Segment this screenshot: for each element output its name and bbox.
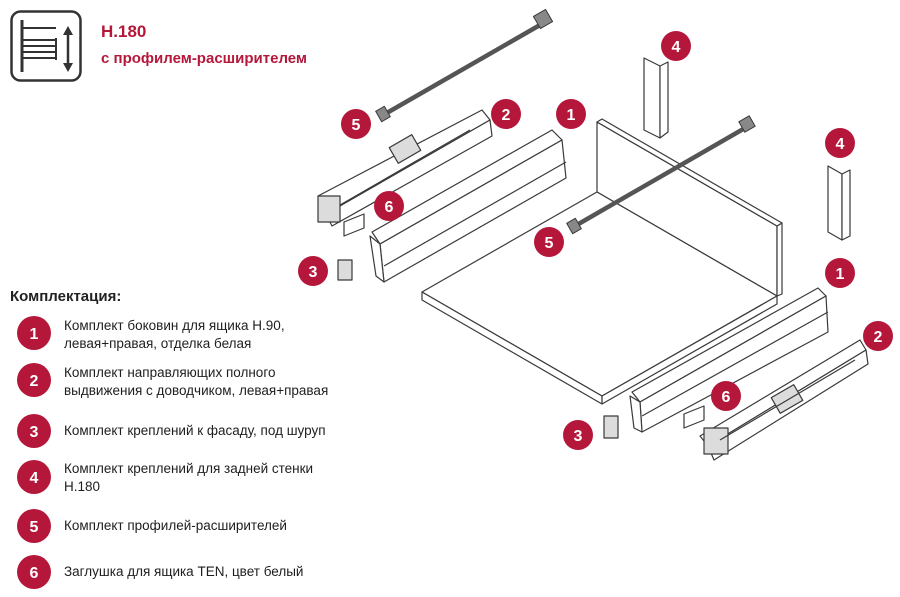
callout-badge: 4 [825, 128, 855, 158]
drawer-side-left [369, 129, 567, 283]
front-fixing-right [603, 415, 619, 439]
runner-left [317, 109, 493, 227]
svg-text:3: 3 [309, 264, 318, 281]
svg-text:5: 5 [545, 235, 554, 252]
callout-badge: 4 [661, 31, 691, 61]
svg-text:5: 5 [30, 519, 39, 536]
callout-badge: 2 [491, 99, 521, 129]
svg-text:6: 6 [30, 565, 39, 582]
svg-text:4: 4 [836, 136, 845, 153]
parts-list-heading: Комплектация: [10, 288, 122, 305]
callout-badge: 3 [563, 420, 593, 450]
diagram-callouts: 5 2 1 4 4 6 5 3 1 2 6 3 [298, 31, 893, 450]
drawer-side-right [629, 287, 829, 433]
drawer-height-icon [10, 10, 82, 82]
end-cap-right [683, 405, 705, 429]
extender-rod-lower [566, 115, 756, 235]
parts-list-item-text: Комплект креплений к фасаду, под шуруп [64, 423, 326, 438]
svg-text:2: 2 [502, 107, 511, 124]
callout-badge: 5 [534, 227, 564, 257]
svg-text:6: 6 [722, 389, 731, 406]
rear-bracket-left [643, 57, 669, 139]
callout-badge: 6 [374, 191, 404, 221]
number-badge-icon: 2 [17, 363, 51, 397]
page-subtitle: с профилем-расширителем [101, 50, 308, 67]
front-fixing-left [337, 259, 353, 281]
end-cap-left [343, 213, 365, 237]
rear-bracket-right [827, 165, 851, 241]
number-badge-icon: 1 [17, 316, 51, 350]
svg-text:3: 3 [574, 428, 583, 445]
svg-text:1: 1 [836, 266, 845, 283]
svg-text:1: 1 [567, 107, 576, 124]
callout-badge: 6 [711, 381, 741, 411]
number-badge-icon: 4 [17, 460, 51, 494]
svg-text:4: 4 [30, 470, 39, 487]
number-badge-icon: 6 [17, 555, 51, 589]
svg-text:2: 2 [30, 373, 39, 390]
callout-badge: 1 [556, 99, 586, 129]
page-title: H.180 [101, 22, 147, 41]
runner-right [699, 339, 869, 461]
svg-text:6: 6 [385, 199, 394, 216]
svg-text:1: 1 [30, 326, 39, 343]
svg-text:4: 4 [672, 39, 681, 56]
parts-list-item-text: Заглушка для ящика TEN, цвет белый [64, 564, 304, 579]
extender-rod-upper [375, 8, 554, 123]
callout-badge: 2 [863, 321, 893, 351]
callout-badge: 3 [298, 256, 328, 286]
parts-list-item-text: Комплект профилей-расширителей [64, 518, 287, 533]
svg-text:5: 5 [352, 117, 361, 134]
number-badge-icon: 5 [17, 509, 51, 543]
svg-text:3: 3 [30, 424, 39, 441]
svg-text:2: 2 [874, 329, 883, 346]
number-badge-icon: 3 [17, 414, 51, 448]
callout-badge: 1 [825, 258, 855, 288]
parts-list-item-text: Комплект боковин для ящика H.90,левая+пр… [64, 318, 285, 351]
callout-badge: 5 [341, 109, 371, 139]
